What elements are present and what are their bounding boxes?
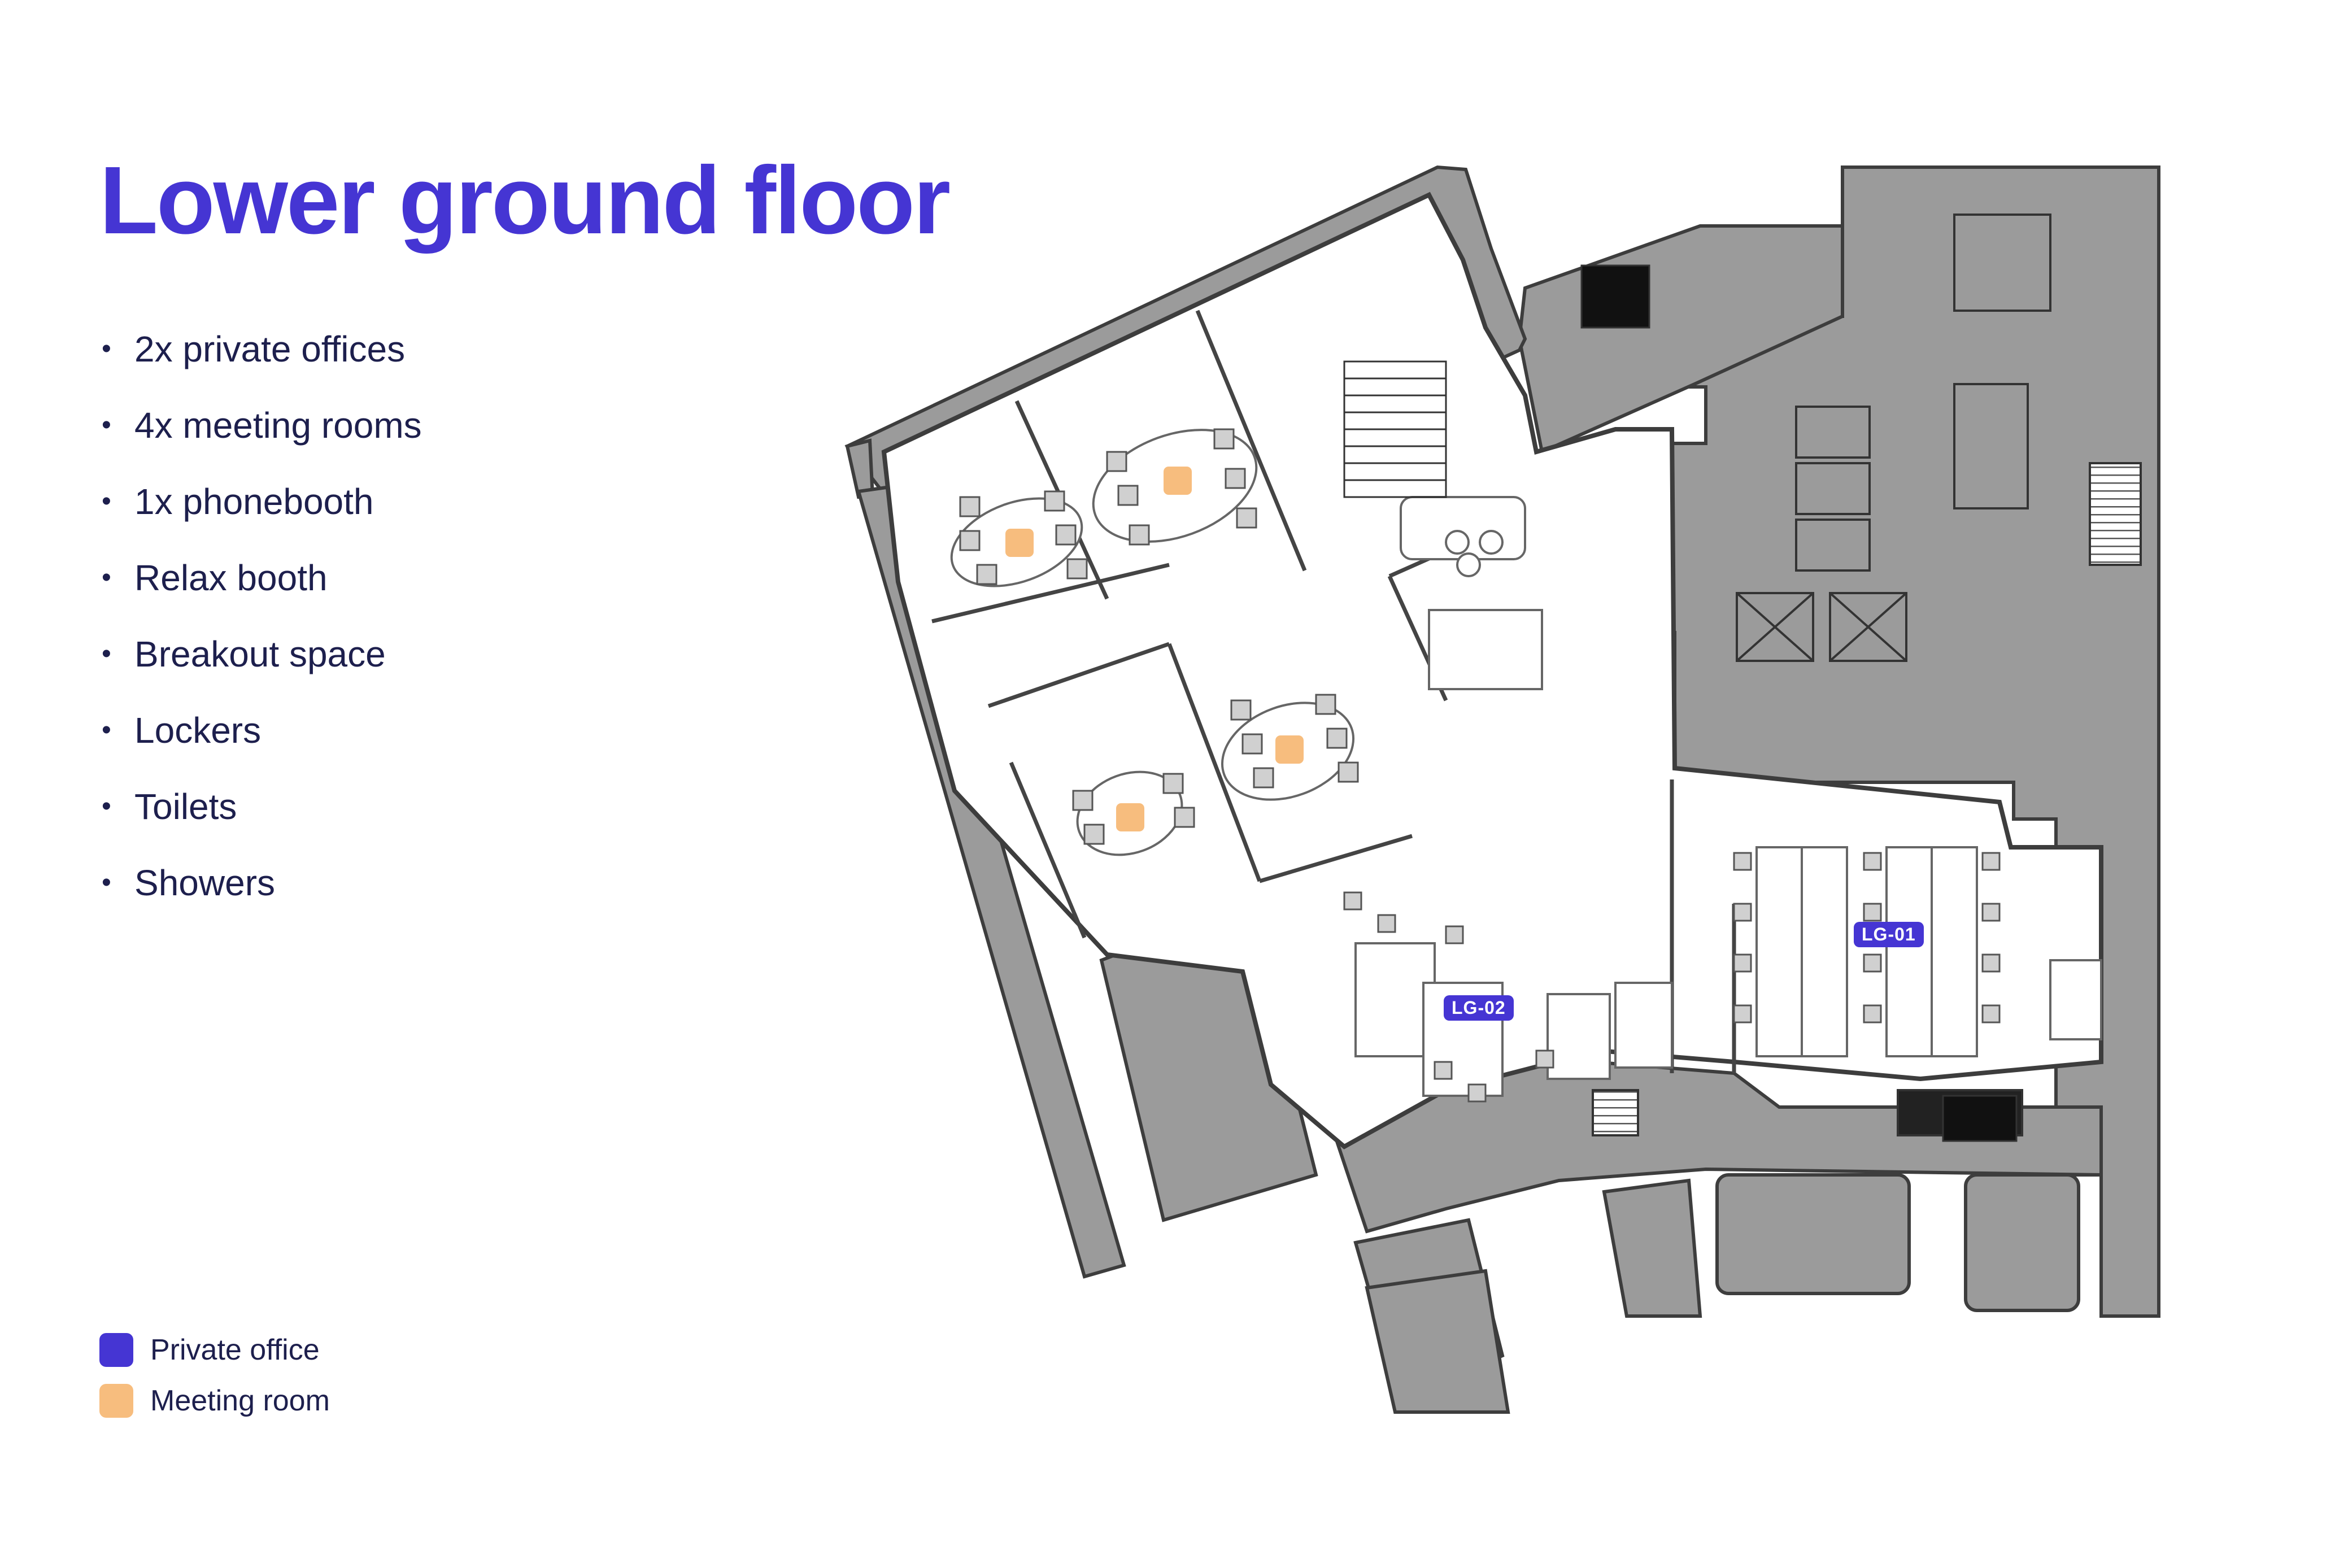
page-title: Lower ground floor bbox=[99, 147, 951, 254]
legend-item-private-office: Private office bbox=[99, 1325, 330, 1375]
bullet-icon: • bbox=[102, 563, 111, 593]
feature-label: Breakout space bbox=[134, 634, 386, 674]
interior-walls bbox=[931, 310, 1736, 1073]
legend: Private office Meeting room bbox=[99, 1325, 330, 1426]
bullet-icon: • bbox=[102, 715, 111, 745]
feature-item: • Breakout space bbox=[99, 624, 422, 700]
meeting-room-marker bbox=[1275, 735, 1304, 764]
feature-label: Showers bbox=[134, 863, 275, 903]
bullet-icon: • bbox=[102, 791, 111, 821]
feature-item: • 4x meeting rooms bbox=[99, 395, 422, 472]
legend-label: Meeting room bbox=[150, 1384, 330, 1417]
feature-list: • 2x private offices • 4x meeting rooms • 1… bbox=[99, 319, 422, 929]
feature-label: Toilets bbox=[134, 786, 237, 827]
meeting-room-marker bbox=[1005, 529, 1034, 557]
meeting-room-markers bbox=[1005, 467, 1304, 831]
chairs bbox=[959, 428, 2001, 1103]
bullet-icon: • bbox=[102, 334, 111, 364]
bullet-icon: • bbox=[102, 868, 111, 898]
legend-item-meeting-room: Meeting room bbox=[99, 1375, 330, 1426]
feature-item: • 1x phonebooth bbox=[99, 472, 422, 548]
bullet-icon: • bbox=[102, 486, 111, 516]
feature-label: Relax booth bbox=[134, 557, 328, 598]
feature-label: 4x meeting rooms bbox=[134, 405, 422, 446]
room-label-lg-01: LG-01 bbox=[1854, 922, 1924, 947]
feature-label: Lockers bbox=[134, 710, 262, 751]
feature-item: • Relax booth bbox=[99, 548, 422, 624]
feature-item: • 2x private offices bbox=[99, 319, 422, 395]
meeting-room-marker bbox=[1116, 803, 1144, 831]
meeting-room-swatch bbox=[99, 1384, 133, 1418]
feature-item: • Showers bbox=[99, 853, 422, 929]
bullet-icon: • bbox=[102, 410, 111, 440]
stairs bbox=[1343, 264, 2018, 1142]
bullet-icon: • bbox=[102, 639, 111, 669]
meeting-room-marker bbox=[1164, 467, 1192, 495]
private-office-swatch bbox=[99, 1333, 133, 1367]
legend-label: Private office bbox=[150, 1334, 320, 1366]
feature-item: • Toilets bbox=[99, 777, 422, 853]
room-label-lg-02: LG-02 bbox=[1444, 995, 1514, 1021]
feature-label: 1x phonebooth bbox=[134, 481, 374, 522]
feature-label: 2x private offices bbox=[134, 329, 406, 369]
feature-item: • Lockers bbox=[99, 700, 422, 777]
